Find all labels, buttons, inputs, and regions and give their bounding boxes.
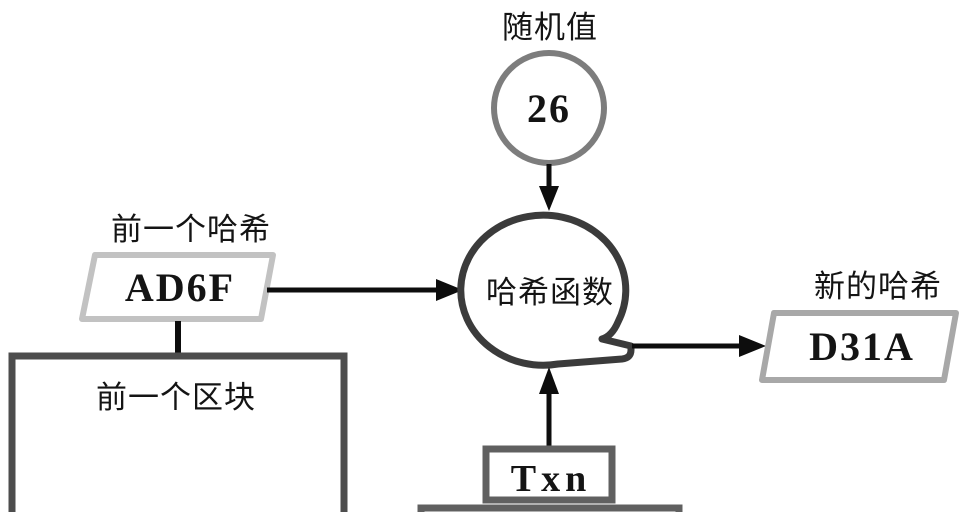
txn-text: Txn bbox=[511, 458, 591, 500]
next-block-rect bbox=[417, 504, 683, 512]
arrow-prevhash-to-hash-head bbox=[436, 279, 463, 301]
hash-function-label: 哈希函数 bbox=[486, 275, 614, 310]
random-value-circle bbox=[491, 50, 607, 166]
prev-block-label: 前一个区块 bbox=[96, 380, 256, 415]
arrow-prevhash-to-hash bbox=[267, 279, 463, 301]
random-value-label: 随机值 bbox=[502, 10, 598, 45]
new-hash-text: D31A bbox=[809, 324, 915, 369]
arrow-txn-to-hash-head bbox=[539, 367, 559, 394]
arrow-hash-to-newhash bbox=[632, 335, 766, 357]
arrow-random-to-hash-head bbox=[539, 186, 559, 211]
arrow-random-to-hash bbox=[539, 164, 559, 211]
prev-hash-label: 前一个哈希 bbox=[111, 212, 271, 247]
hash-function-blob bbox=[457, 211, 635, 369]
txn-box bbox=[482, 445, 616, 504]
prev-hash-text: AD6F bbox=[125, 265, 235, 310]
arrow-hash-to-newhash-head bbox=[739, 335, 766, 357]
arrow-txn-to-hash bbox=[539, 367, 559, 447]
new-hash-parallelogram bbox=[759, 310, 959, 383]
prev-hash-parallelogram bbox=[79, 252, 276, 322]
prev-block-rect bbox=[8, 352, 348, 512]
new-hash-label: 新的哈希 bbox=[814, 269, 942, 304]
random-value-text: 26 bbox=[527, 86, 571, 131]
